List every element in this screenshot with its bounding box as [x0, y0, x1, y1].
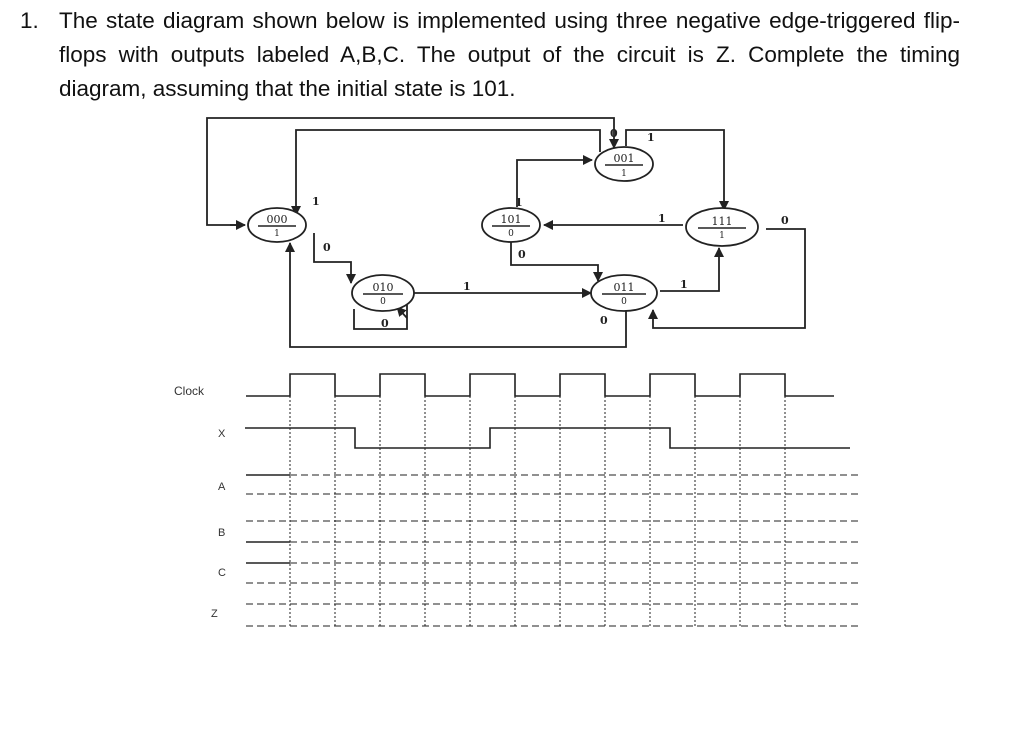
initial-state-stubs	[246, 474, 290, 564]
edge-label-011-000: 0	[600, 314, 608, 327]
clock-waveform	[246, 373, 834, 397]
edge-011-to-000	[285, 242, 627, 348]
edge-label-001-000: 0	[610, 127, 618, 140]
edge-001-to-111	[625, 129, 729, 211]
signal-label-a: A	[218, 481, 226, 493]
edge-101-to-001	[516, 155, 593, 207]
edge-label-000-001: 1	[312, 195, 320, 208]
edge-label-010-010: 0	[381, 317, 389, 330]
edge-label-101-001: 1	[515, 196, 523, 209]
edge-label-111-011: 0	[781, 214, 789, 227]
state-node-000: 000 1	[247, 207, 307, 243]
edge-label-111-101: 1	[658, 212, 666, 225]
x-input-waveform	[245, 427, 850, 449]
state-code: 111	[712, 215, 733, 228]
edge-label-011-111: 1	[680, 278, 688, 291]
edge-000-to-010	[313, 233, 356, 284]
state-code: 001	[614, 152, 635, 165]
edge-label-001-111: 1	[647, 131, 655, 144]
signal-label-z: Z	[211, 608, 218, 620]
timing-diagram: Clock X A B C Z	[174, 373, 860, 627]
state-node-101: 101 0	[481, 207, 541, 243]
signal-label-b: B	[218, 527, 225, 539]
level-guides	[246, 474, 860, 627]
edge-label-101-011: 0	[518, 248, 526, 261]
edge-001-to-000	[291, 129, 601, 216]
edge-label-010-011: 1	[463, 280, 471, 293]
edge-101-to-011	[510, 242, 603, 282]
state-output: 1	[274, 229, 280, 239]
state-output: 0	[380, 297, 386, 307]
state-node-001: 001 1	[594, 146, 654, 182]
state-code: 101	[501, 213, 522, 226]
signal-label-x: X	[218, 428, 226, 440]
question-number: 1.	[20, 8, 39, 33]
state-output: 1	[719, 231, 725, 241]
clock-edge-guides	[289, 376, 786, 626]
edge-111-to-011	[648, 228, 806, 329]
state-node-111: 111 1	[685, 207, 759, 247]
state-node-011: 011 0	[590, 274, 658, 312]
state-output: 0	[508, 229, 514, 239]
state-diagram: 1 0 0 1 0 1 1 0 1 0 0 1 000 1 001 1	[206, 117, 806, 348]
edge-011-to-111	[660, 247, 724, 292]
state-code: 000	[267, 213, 288, 226]
state-output: 0	[621, 297, 627, 307]
state-output: 1	[621, 169, 627, 179]
edge-label-000-010: 0	[323, 241, 331, 254]
state-code: 010	[373, 281, 394, 294]
signal-label-clock: Clock	[174, 384, 205, 398]
signal-label-c: C	[218, 567, 226, 579]
edge-000-to-001-outer	[206, 117, 619, 226]
question-text: The state diagram shown below is impleme…	[59, 8, 960, 101]
state-node-010: 010 0	[351, 274, 415, 312]
state-code: 011	[614, 281, 635, 294]
